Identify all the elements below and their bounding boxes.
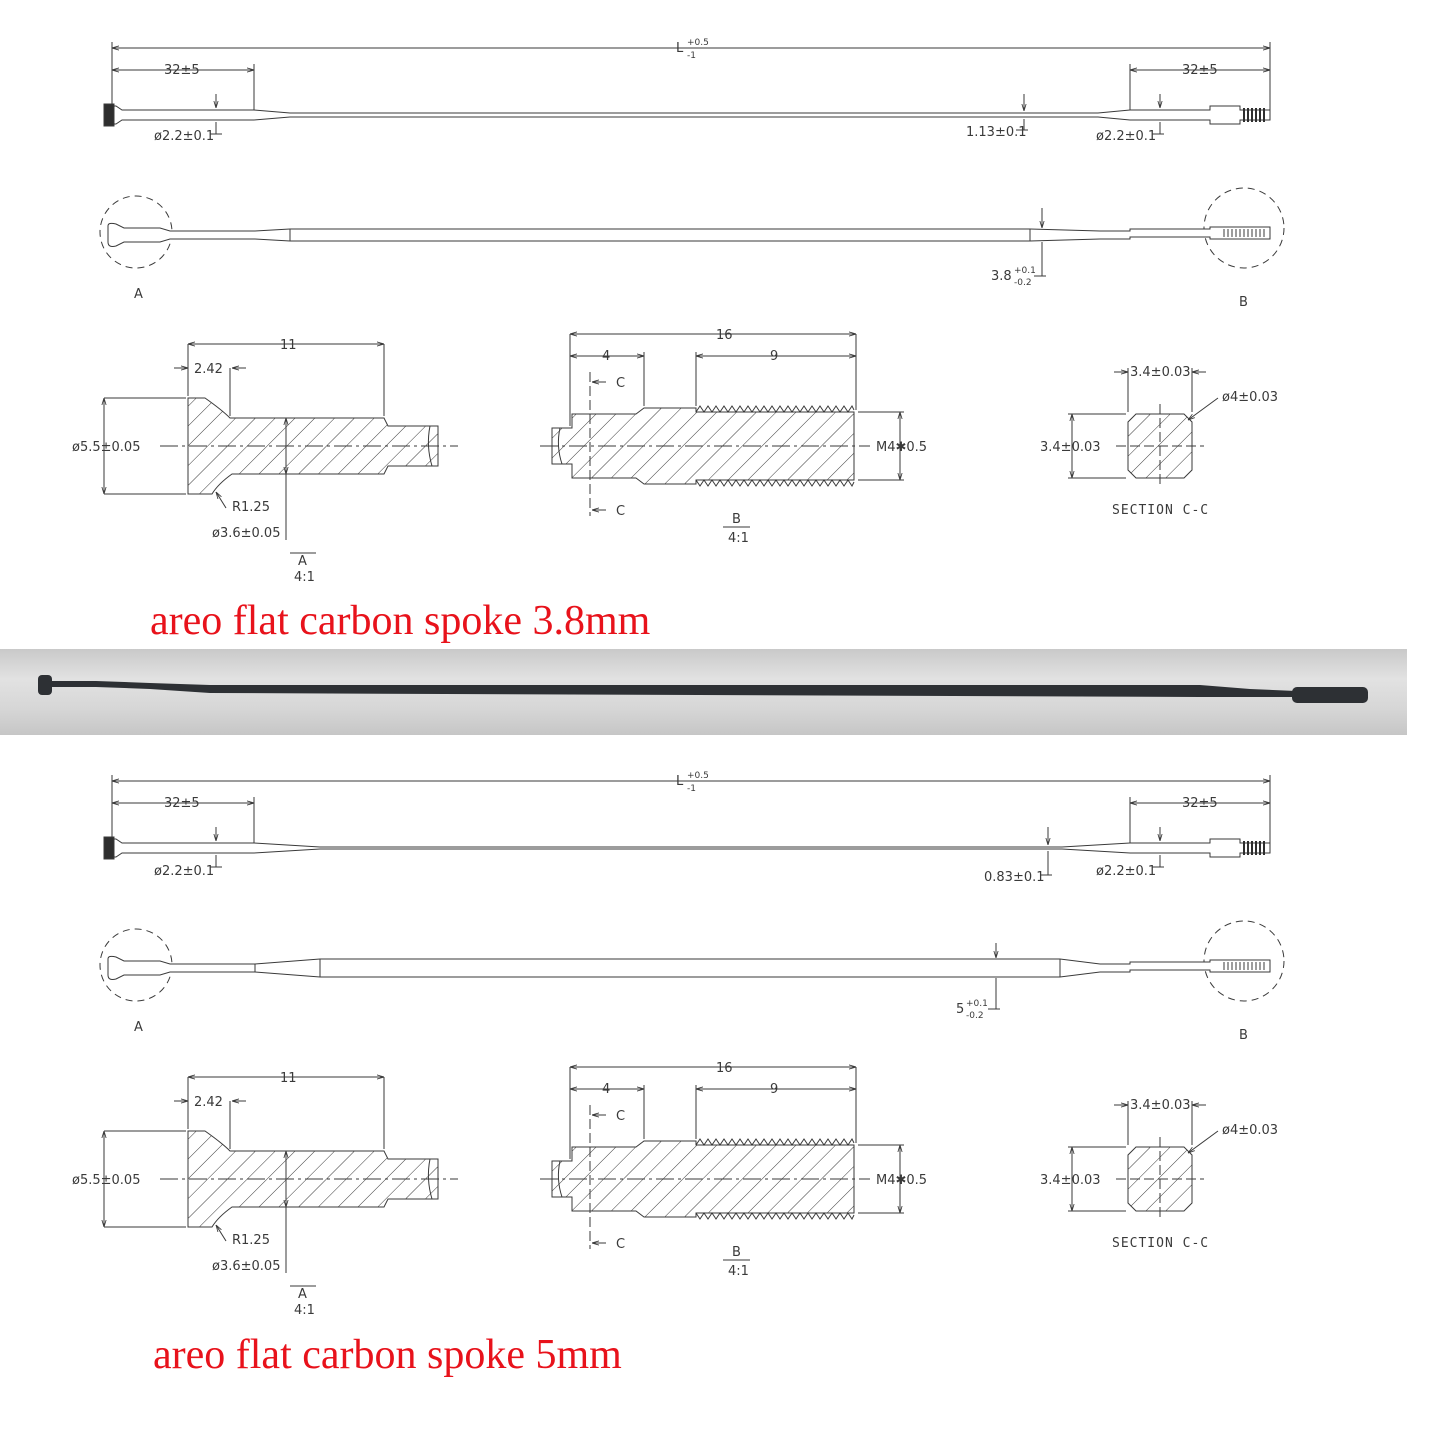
photo-spoke-body — [50, 681, 1296, 697]
section-c-c-labels: 3.4±0.03 3.4±0.03 ø4±0.03 SECTION C-C — [1040, 1098, 1278, 1251]
end-dia-left-label: ø2.2±0.1 — [154, 864, 214, 879]
detail-a-length: 11 — [280, 338, 297, 353]
detail-a-scale: 4:1 — [294, 570, 315, 585]
end-length-left-label: 32±5 — [164, 63, 200, 78]
side-view-labels: L +0.5 -1 32±5 32±5 ø2.2±0.1 ø2.2±0.1 1.… — [154, 38, 1218, 144]
section-height: 3.4±0.03 — [1040, 1173, 1101, 1188]
spoke-photo-shape — [38, 675, 1368, 703]
detail-b-thread-length: 9 — [770, 1082, 778, 1097]
detail-a-view: A — [298, 1287, 307, 1302]
section-width: 3.4±0.03 — [1130, 1098, 1191, 1113]
view-a-marker: A — [134, 287, 143, 302]
caption-spoke-3-8mm: areo flat carbon spoke 3.8mm — [150, 598, 651, 644]
detail-b-drawing — [540, 334, 904, 528]
detail-b-thread-length: 9 — [770, 349, 778, 364]
detail-a-length: 11 — [280, 1071, 297, 1086]
center-thickness-label: 1.13±0.1 — [966, 125, 1027, 140]
top-view — [99, 187, 1285, 277]
end-dia-right-label: ø2.2±0.1 — [1096, 864, 1156, 879]
section-width: 3.4±0.03 — [1130, 365, 1191, 380]
overall-length-label: L — [676, 41, 684, 56]
view-b-marker: B — [1239, 295, 1248, 310]
center-thickness-label: 0.83±0.1 — [984, 870, 1045, 885]
detail-a-head-dia: ø5.5±0.05 — [72, 1173, 140, 1188]
detail-b-plain-length: 4 — [602, 1082, 610, 1097]
drawing-block-1: L +0.5 -1 32±5 32±5 ø2.2±0.1 ø2.2±0.1 1.… — [72, 38, 1285, 585]
detail-a-labels: 11 2.42 ø5.5±0.05 R1.25 ø3.6±0.05 A 4:1 — [72, 338, 315, 585]
detail-a-head-length: 2.42 — [194, 362, 223, 377]
side-view — [103, 775, 1271, 876]
view-b-marker: B — [1239, 1028, 1248, 1043]
detail-a-head-length: 2.42 — [194, 1095, 223, 1110]
blade-tol-lower: -0.2 — [1014, 278, 1032, 288]
drawing-block-2: L +0.5 -1 32±5 32±5 ø2.2±0.1 ø2.2±0.1 0.… — [72, 771, 1285, 1318]
blade-width-label: 3.8 — [991, 269, 1012, 284]
side-view-labels: L +0.5 -1 32±5 32±5 ø2.2±0.1 ø2.2±0.1 0.… — [154, 771, 1218, 885]
section-c-c-labels: 3.4±0.03 3.4±0.03 ø4±0.03 SECTION C-C — [1040, 365, 1278, 518]
blade-tol-upper: +0.1 — [1014, 266, 1036, 276]
section-dia: ø4±0.03 — [1222, 1123, 1278, 1138]
section-mark-bottom: C — [616, 504, 625, 519]
photo-spoke-nipple — [1292, 687, 1368, 703]
end-length-right-label: 32±5 — [1182, 796, 1218, 811]
view-a-marker: A — [134, 1020, 143, 1035]
detail-a-drawing — [104, 1077, 458, 1287]
section-mark-top: C — [616, 376, 625, 391]
detail-b-scale: 4:1 — [728, 1264, 749, 1279]
blade-width-label: 5 — [956, 1002, 964, 1017]
detail-a-labels: 11 2.42 ø5.5±0.05 R1.25 ø3.6±0.05 A 4:1 — [72, 1071, 315, 1318]
overall-tol-lower: -1 — [687, 51, 696, 61]
section-dia: ø4±0.03 — [1222, 390, 1278, 405]
detail-b-drawing — [540, 1067, 904, 1261]
detail-b-labels: 16 4 9 C C M4✱0.5 B 4:1 — [602, 328, 927, 546]
detail-b-length: 16 — [716, 1061, 733, 1076]
detail-a-view: A — [298, 554, 307, 569]
detail-b-plain-length: 4 — [602, 349, 610, 364]
blade-tol-upper: +0.1 — [966, 999, 988, 1009]
detail-a-neck-dia: ø3.6±0.05 — [212, 1259, 280, 1274]
overall-tol-upper: +0.5 — [687, 38, 709, 48]
detail-a-scale: 4:1 — [294, 1303, 315, 1318]
detail-b-scale: 4:1 — [728, 531, 749, 546]
detail-a-radius: R1.25 — [232, 1233, 270, 1248]
overall-tol-lower: -1 — [687, 784, 696, 794]
section-height: 3.4±0.03 — [1040, 440, 1101, 455]
detail-a-radius: R1.25 — [232, 500, 270, 515]
detail-a-neck-dia: ø3.6±0.05 — [212, 526, 280, 541]
thread-spec: M4✱0.5 — [876, 440, 927, 455]
blade-tol-lower: -0.2 — [966, 1011, 984, 1021]
end-length-left-label: 32±5 — [164, 796, 200, 811]
end-length-right-label: 32±5 — [1182, 63, 1218, 78]
end-dia-left-label: ø2.2±0.1 — [154, 129, 214, 144]
detail-a-drawing — [104, 344, 458, 554]
detail-b-labels: 16 4 9 C C M4✱0.5 B 4:1 — [602, 1061, 927, 1279]
section-c-c-drawing — [1068, 368, 1219, 488]
thread-spec: M4✱0.5 — [876, 1173, 927, 1188]
detail-b-view: B — [732, 512, 741, 527]
section-mark-bottom: C — [616, 1237, 625, 1252]
spoke-photo — [0, 649, 1407, 735]
top-view-labels: 5 +0.1 -0.2 A B — [134, 999, 1248, 1043]
overall-length-label: L — [676, 774, 684, 789]
overall-tol-upper: +0.5 — [687, 771, 709, 781]
section-c-c-drawing — [1068, 1101, 1219, 1221]
section-title: SECTION C-C — [1112, 1236, 1209, 1251]
section-title: SECTION C-C — [1112, 503, 1209, 518]
caption-spoke-5mm: areo flat carbon spoke 5mm — [153, 1332, 622, 1378]
top-view-labels: 3.8 +0.1 -0.2 A B — [134, 266, 1248, 310]
detail-b-view: B — [732, 1245, 741, 1260]
photo-spoke-head — [38, 675, 52, 695]
detail-b-length: 16 — [716, 328, 733, 343]
section-mark-top: C — [616, 1109, 625, 1124]
top-view — [99, 920, 1285, 1010]
end-dia-right-label: ø2.2±0.1 — [1096, 129, 1156, 144]
detail-a-head-dia: ø5.5±0.05 — [72, 440, 140, 455]
side-view — [103, 42, 1271, 135]
